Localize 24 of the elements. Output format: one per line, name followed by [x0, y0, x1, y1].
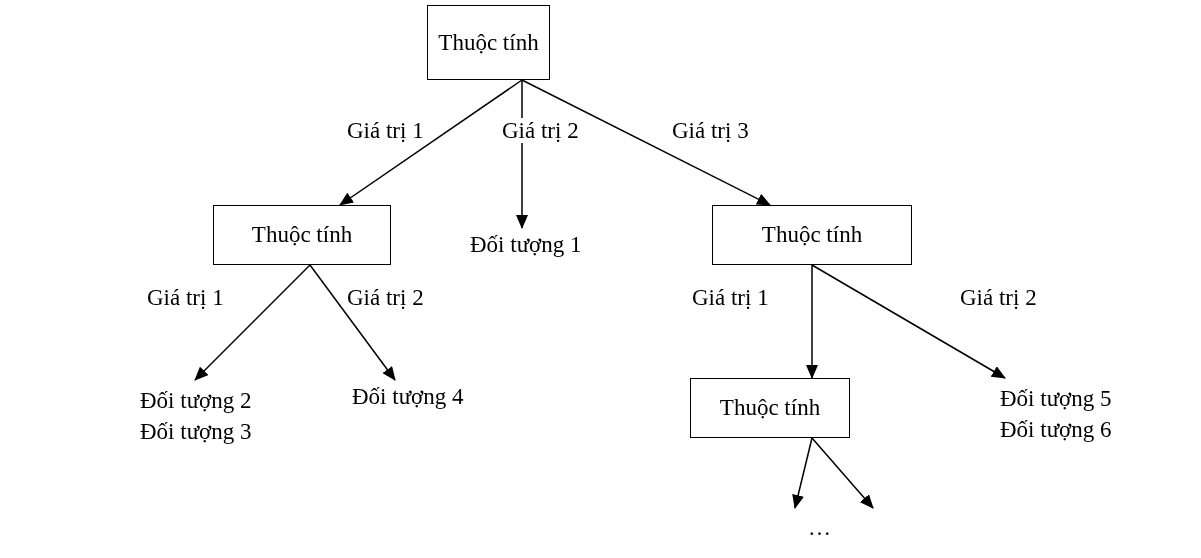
node-text: Thuộc tính [761, 222, 863, 248]
edge-label: Giá trị 2 [500, 118, 581, 144]
node-text: Đối tượng 6 [1000, 417, 1112, 443]
arrow [309, 264, 396, 381]
arrow [339, 79, 523, 206]
node-text: Đối tượng 2 [140, 387, 252, 413]
attribute-box [712, 205, 912, 265]
arrow [811, 264, 1006, 379]
ellipsis-note: … [808, 515, 831, 541]
arrow [521, 79, 771, 206]
node-text: Đối tượng 1 [470, 232, 582, 258]
arrow [194, 264, 311, 381]
node-text: Đối tượng 3 [140, 419, 252, 445]
arrow [811, 437, 874, 509]
arrow [792, 437, 813, 509]
node-text: Đối tượng 5 [1000, 385, 1112, 411]
attribute-box [213, 205, 391, 265]
attribute-box [690, 378, 850, 438]
node-text: Đối tượng 4 [352, 384, 464, 410]
attribute-box [427, 5, 550, 80]
node-text: Thuộc tính [719, 395, 821, 421]
node-text: Thuộc tính [438, 29, 539, 56]
node-text: Thuộc tính [251, 222, 353, 248]
arrow [806, 264, 818, 379]
